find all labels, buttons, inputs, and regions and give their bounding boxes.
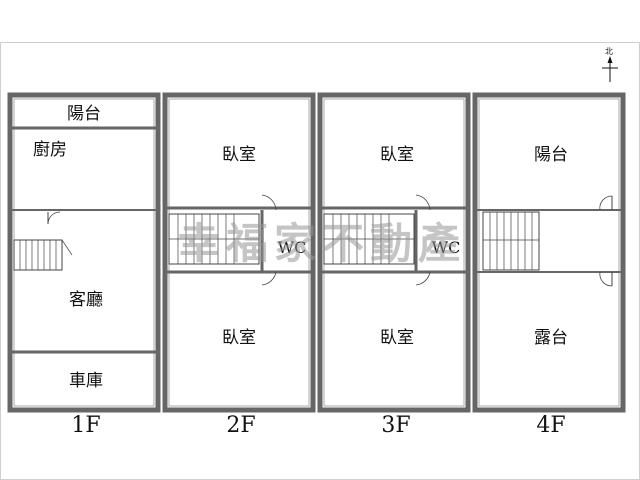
floor-2f: 臥室 WC 臥室 — [162, 92, 316, 413]
floor-label: 1F — [71, 413, 100, 438]
room-label: 車庫 — [69, 371, 103, 391]
room-label: 臥室 — [222, 328, 256, 348]
room-label: 陽台 — [534, 145, 568, 165]
door-icon — [261, 194, 277, 286]
room-label: 陽台 — [67, 104, 101, 124]
staircase-icon — [323, 213, 415, 265]
north-label: 北 — [605, 47, 613, 56]
staircase-icon — [13, 239, 73, 271]
room-label: 客廳 — [69, 290, 103, 310]
floor-label: 3F — [381, 413, 410, 438]
door-icon — [599, 195, 613, 287]
room-label: 臥室 — [380, 328, 414, 348]
floor-4f: 陽台 露台 — [472, 92, 626, 413]
watermark: 幸福家不動產 — [178, 219, 466, 268]
room-label: 廚房 — [33, 139, 67, 160]
room-label: 臥室 — [380, 145, 414, 165]
door-icon — [47, 211, 61, 225]
staircase-icon — [482, 211, 540, 271]
room-label: 臥室 — [222, 145, 256, 165]
floor-label: 4F — [536, 413, 565, 438]
floor-1f: 陽台 廚房 客廳 車庫 — [7, 92, 161, 413]
north-arrow-icon — [602, 56, 618, 82]
floor-label: 2F — [226, 413, 255, 438]
floor-3f: 臥室 WC 臥室 — [317, 92, 471, 413]
room-label: 露台 — [534, 328, 568, 348]
wc-label: WC — [278, 238, 307, 257]
wc-label: WC — [432, 238, 461, 257]
door-icon — [415, 194, 431, 286]
staircase-icon — [168, 213, 260, 265]
